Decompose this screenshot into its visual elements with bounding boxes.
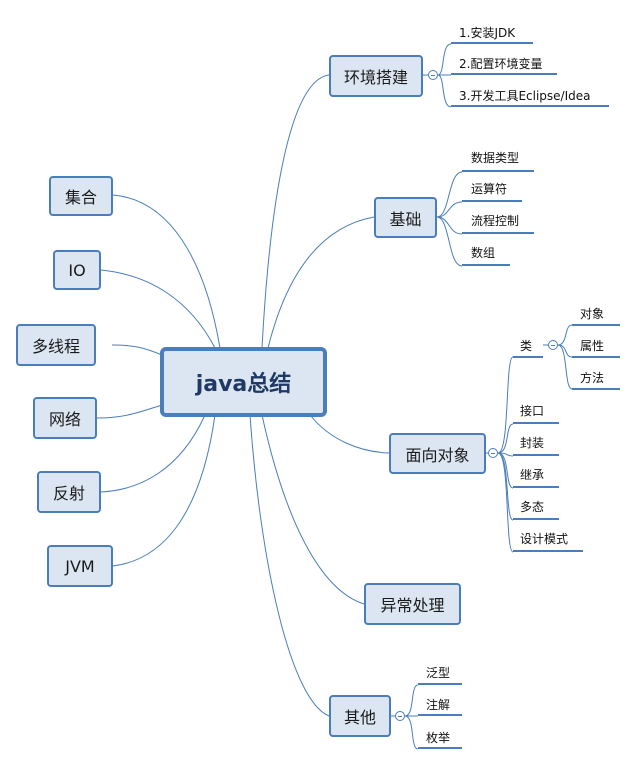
leaf-inheritance[interactable]: 继承	[520, 468, 545, 482]
leaf-underline	[513, 356, 543, 358]
leaf-interface[interactable]: 接口	[520, 404, 545, 418]
leaf-underline	[462, 170, 534, 172]
leaf-design-patterns[interactable]: 设计模式	[520, 532, 569, 546]
leaf-object[interactable]: 对象	[580, 307, 605, 321]
leaf-config-env-vars[interactable]: 2.配置环境变量	[459, 57, 543, 71]
leaf-dev-tools[interactable]: 3.开发工具Eclipse/Idea	[459, 89, 591, 103]
node-collections[interactable]: 集合	[49, 176, 113, 216]
node-exception-handling[interactable]: 异常处理	[364, 583, 461, 625]
node-other[interactable]: 其他	[329, 695, 391, 737]
leaf-method[interactable]: 方法	[580, 371, 605, 385]
leaf-underline	[572, 324, 620, 326]
leaf-underline	[451, 73, 557, 75]
collapse-toggle-other[interactable]	[395, 711, 405, 721]
leaf-underline	[462, 264, 510, 266]
leaf-encapsulation[interactable]: 封装	[520, 436, 545, 450]
root-node[interactable]: java总结	[160, 347, 327, 417]
leaf-underline	[572, 356, 620, 358]
leaf-underline	[462, 200, 522, 202]
collapse-toggle-env[interactable]	[428, 70, 438, 80]
node-env-setup[interactable]: 环境搭建	[329, 55, 423, 97]
leaf-underline	[418, 747, 462, 749]
leaf-polymorphism[interactable]: 多态	[520, 500, 545, 514]
leaf-underline	[513, 422, 559, 424]
leaf-data-types[interactable]: 数据类型	[471, 151, 520, 165]
leaf-install-jdk[interactable]: 1.安装JDK	[459, 26, 516, 40]
leaf-attribute[interactable]: 属性	[580, 339, 605, 353]
node-multithreading[interactable]: 多线程	[16, 324, 96, 366]
leaf-underline	[572, 388, 620, 390]
leaf-flow-control[interactable]: 流程控制	[471, 214, 520, 228]
leaf-underline	[418, 714, 462, 716]
leaf-annotations[interactable]: 注解	[426, 698, 451, 712]
collapse-toggle-class[interactable]	[548, 340, 558, 350]
leaf-underline	[513, 518, 559, 520]
leaf-underline	[513, 454, 559, 456]
leaf-underline	[462, 232, 534, 234]
leaf-underline	[513, 550, 583, 552]
node-jvm[interactable]: JVM	[47, 545, 113, 587]
node-io[interactable]: IO	[53, 250, 101, 290]
leaf-underline	[451, 42, 533, 44]
leaf-enums[interactable]: 枚举	[426, 731, 451, 745]
node-network[interactable]: 网络	[33, 397, 97, 439]
leaf-underline	[418, 683, 462, 685]
leaf-underline	[513, 486, 559, 488]
node-basics[interactable]: 基础	[374, 197, 437, 238]
leaf-class[interactable]: 类	[520, 339, 533, 353]
leaf-underline	[451, 105, 609, 107]
node-reflection[interactable]: 反射	[37, 471, 101, 513]
leaf-generics[interactable]: 泛型	[426, 666, 451, 680]
node-oop[interactable]: 面向对象	[389, 433, 486, 474]
leaf-arrays[interactable]: 数组	[471, 246, 496, 260]
collapse-toggle-oop[interactable]	[488, 448, 498, 458]
leaf-operators[interactable]: 运算符	[471, 182, 508, 196]
